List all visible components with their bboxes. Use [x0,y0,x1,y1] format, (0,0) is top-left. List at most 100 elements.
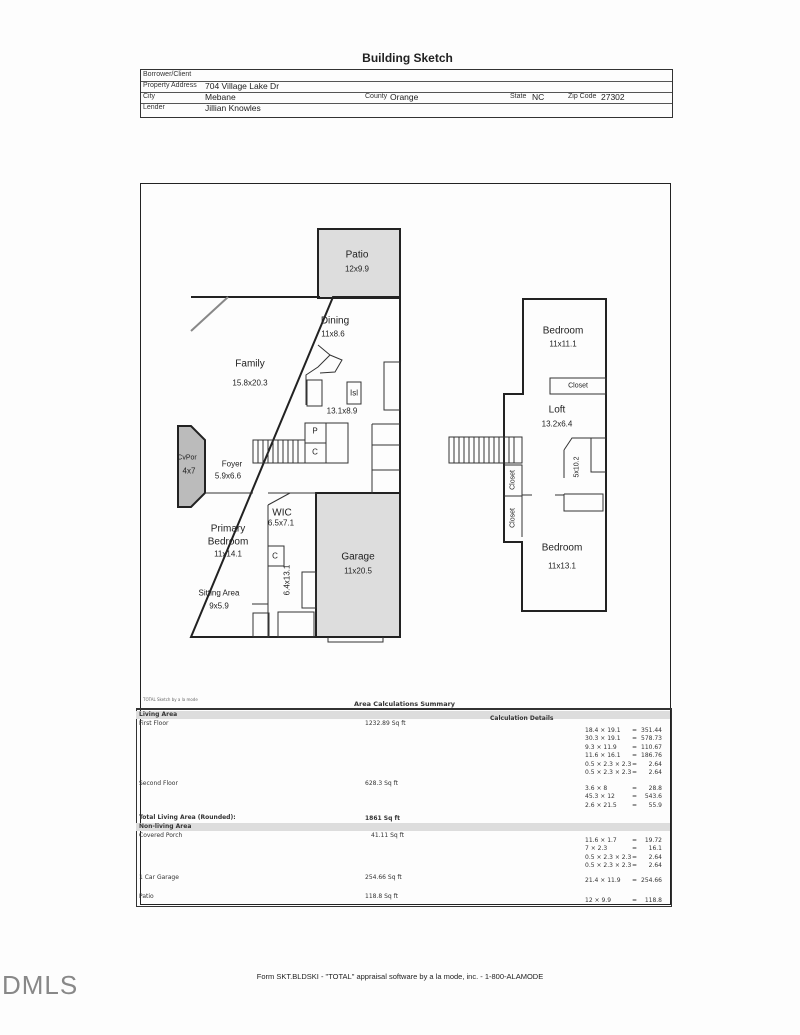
calc-equals: = [632,837,638,844]
room-closet-2: C [272,551,278,561]
calc-result: 2.64 [648,760,662,768]
calc-equals: = [632,760,638,768]
sketch-frame [140,183,671,905]
room-dining-dim: 11x8.6 [321,329,345,339]
total-living-label: Total Living Area (Rounded): [139,814,236,821]
calc-result: 186.76 [641,752,662,760]
island-shape [346,381,362,405]
area-row-name: Second Floor [139,780,178,787]
room-pantry: P [312,426,318,436]
calc-expression: 0.5 × 2.3 × 2.3 [585,760,632,768]
room-sitting-dim: 9x5.9 [209,601,229,611]
room-wic-dim: 6.5x7.1 [267,518,295,528]
calc-result: 2.64 [648,853,662,861]
floor-plan-drawing [177,228,607,643]
total-living-value: 1861 Sq ft [365,815,400,822]
room-bedroom-2-dim: 11x11.1 [549,339,577,349]
dmls-watermark: DMLS [2,970,79,1000]
sink-icon [306,379,323,407]
room-patio-dim: 12x9.9 [344,264,370,274]
room-wic: WIC [272,507,292,519]
calc-expression: 12 × 9.9 [585,897,612,904]
calc-result: 110.67 [641,743,662,751]
room-primary-line2: Bedroom [207,536,249,548]
living-area-header: Living Area [139,711,178,718]
room-kitchen-dim: 13.1x8.9 [326,406,358,416]
lender-label: Lender [143,104,165,111]
calc-equals: = [632,862,638,870]
room-cvpor-dim: 4x7 [182,466,196,476]
living-area-band [136,711,670,719]
area-row-value: 41.11 Sq ft [371,832,404,839]
form-footer: Form SKT.BLDSKI - "TOTAL" appraisal soft… [256,972,544,981]
calc-result: 578.73 [641,735,662,743]
calc-equals: = [632,743,638,751]
calc-result: 16.1 [648,845,662,853]
calc-equals: = [632,897,638,904]
city-row: City Mebane County Orange State NC Zip C… [141,92,672,104]
zip-label: Zip Code [568,93,597,100]
garage-shape [315,492,401,638]
calc-result: 19.72 [644,837,662,844]
room-family-dim: 15.8x20.3 [232,378,268,388]
area-row-name: Patio [139,893,154,900]
address-row: Property Address 704 Village Lake Dr [141,81,672,93]
city-label: City [143,93,156,100]
calc-expression: 2.6 × 21.5 [585,801,617,809]
state-label: State [510,93,527,100]
calc-expression: 18.4 × 19.1 [585,727,621,734]
patio-shape [317,228,401,299]
area-row-value: 118.8 Sq ft [365,893,398,900]
room-closet-a: Closet [509,470,517,490]
area-row-value: 628.3 Sq ft [365,780,398,787]
calc-result: 28.8 [648,785,662,792]
calc-equals: = [632,735,638,743]
area-row-name: 1 Car Garage [139,874,179,881]
room-bedroom-3: Bedroom [541,542,583,554]
calc-equals: = [632,801,638,809]
calc-expression: 30.3 × 19.1 [585,735,621,743]
room-loft-dim: 13.2x6.4 [541,419,573,429]
room-sitting: Sitting Area [198,588,240,598]
calc-result: 55.9 [648,801,662,809]
calc-equals: = [632,845,638,853]
calc-result: 351.44 [641,727,662,734]
calc-details-header: Calculation Details [490,715,554,722]
county-value: Orange [390,92,419,102]
room-island: Isl [350,388,358,398]
calc-equals: = [632,752,638,760]
calc-result: 543.6 [644,793,662,801]
covered-porch-shape [177,425,206,508]
calc-equals: = [632,785,638,792]
room-garage: Garage [341,551,375,563]
room-patio: Patio [345,249,369,261]
city-value: Mebane [205,92,236,102]
room-garage-dim: 11x20.5 [344,566,372,576]
nonliving-area-band [136,823,670,831]
calc-equals: = [632,769,638,776]
calc-equals: = [632,727,638,734]
room-bath-dim: 6.4x13.1 [282,564,292,596]
borrower-row: Borrower/Client [141,70,672,82]
room-foyer: Foyer [221,459,243,469]
calc-expression: 45.3 × 12 [585,793,615,801]
calc-expression: 11.6 × 16.1 [585,752,621,760]
room-closet-top: Closet [568,382,588,390]
room-bedroom-2: Bedroom [542,325,584,337]
address-value: 704 Village Lake Dr [205,81,280,91]
lender-row: Lender Jillian Knowles [141,103,672,116]
calc-equals: = [632,853,638,861]
calc-equals: = [632,793,638,801]
calc-equals: = [632,877,638,884]
bathtub-icon [277,611,315,638]
room-bedroom-3-dim: 11x13.1 [548,561,576,571]
area-row-value: 1232.89 Sq ft [365,720,406,727]
room-foyer-dim: 5.9x6.6 [214,471,242,481]
room-closet: C [312,447,318,457]
calc-expression: 21.4 × 11.9 [585,877,621,884]
calc-result: 2.64 [648,769,662,776]
sketch-credit: TOTAL Sketch by a la mode [143,697,198,702]
calc-expression: 9.3 × 11.9 [585,743,617,751]
property-info-table: Borrower/Client Property Address 704 Vil… [140,69,673,118]
